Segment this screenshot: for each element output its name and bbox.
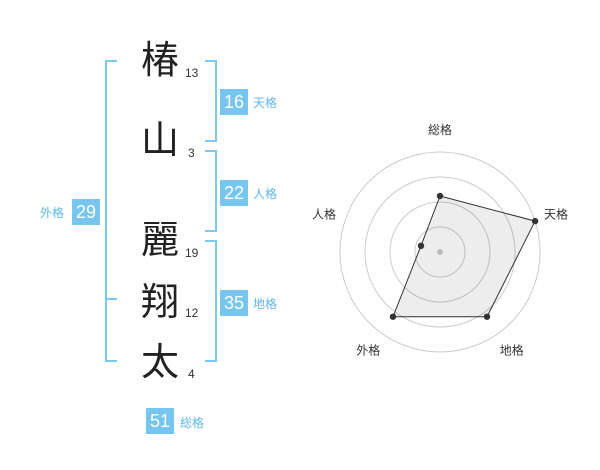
name-char-3: 麗 — [140, 218, 179, 262]
tenkaku-label: 天格 — [253, 96, 278, 110]
tenkaku-value: 16 — [220, 89, 248, 115]
radar-center-dot — [437, 249, 443, 255]
radar-point-5 — [417, 242, 425, 249]
gaikaku-bracket-tick — [105, 298, 117, 300]
gaikaku-label: 外格 — [40, 206, 65, 220]
stroke-count-1: 13 — [185, 66, 199, 80]
chikaku-label: 地格 — [253, 297, 278, 311]
radar-point-2 — [531, 217, 539, 225]
name-char-4: 翔 — [140, 280, 179, 324]
radar-grid-ring — [414, 226, 466, 278]
radar-grid-ring — [364, 176, 516, 328]
chikaku-bracket — [205, 240, 217, 362]
name-char-1: 椿 — [140, 38, 179, 82]
radar-axis-label-4: 外格 — [356, 343, 380, 358]
stroke-count-3: 19 — [185, 246, 199, 260]
gaikaku-bracket — [105, 60, 117, 362]
radar-axis-label-5: 人格 — [312, 206, 336, 221]
stroke-count-4: 12 — [185, 306, 199, 320]
jinkaku-value: 22 — [220, 180, 248, 206]
radar-area — [392, 195, 536, 318]
radar-grid-ring — [389, 201, 491, 303]
gaikaku-value: 29 — [72, 199, 100, 225]
name-char-2: 山 — [140, 118, 179, 162]
radar-point-4 — [389, 313, 397, 320]
name-char-5: 太 — [140, 340, 179, 384]
chikaku-value: 35 — [220, 290, 248, 316]
tenkaku-bracket — [205, 60, 217, 142]
stroke-count-5: 4 — [188, 367, 195, 381]
radar-point-3 — [483, 313, 491, 320]
radar-axis-label-3: 地格 — [500, 343, 524, 358]
radar-axis-label-1: 総格 — [428, 122, 452, 137]
jinkaku-bracket — [205, 150, 217, 232]
soukaku-value: 51 — [146, 408, 174, 434]
soukaku-label: 総格 — [180, 416, 205, 430]
jinkaku-label: 人格 — [253, 187, 278, 201]
radar-point-1 — [436, 192, 444, 200]
radar-axis-label-2: 天格 — [544, 206, 568, 221]
stroke-count-2: 3 — [188, 146, 195, 160]
radar-grid-ring — [339, 151, 541, 353]
